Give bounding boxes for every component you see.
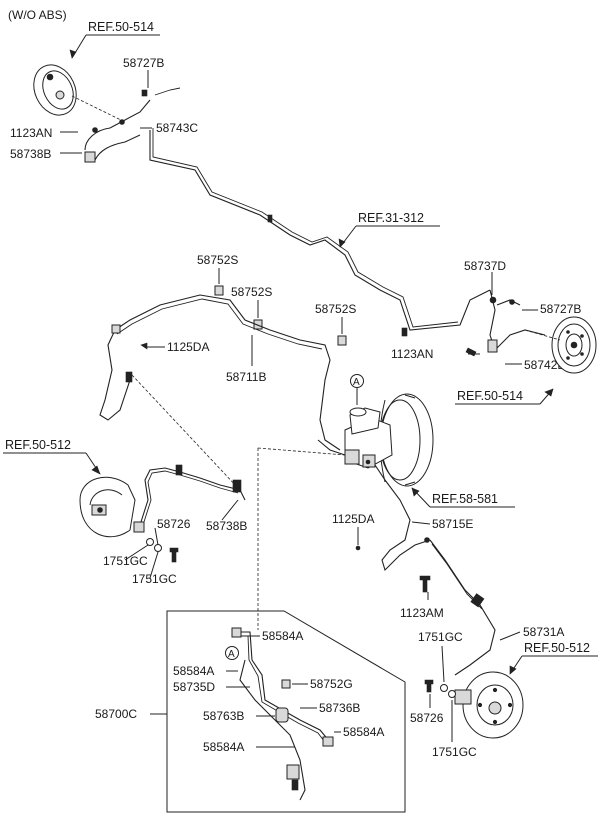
part-58727b-right[interactable]: 58727B xyxy=(540,302,581,316)
part-58715e[interactable]: 58715E xyxy=(432,517,473,531)
part-58726-left[interactable]: 58726 xyxy=(157,517,191,531)
part-58711b[interactable]: 58711B xyxy=(226,370,266,384)
part-58727b-top[interactable]: 58727B xyxy=(123,56,164,70)
part-58738b-top[interactable]: 58738B xyxy=(10,147,51,161)
leaders-master xyxy=(355,521,431,551)
ref-leaders xyxy=(3,34,598,675)
part-58737d[interactable]: 58737D xyxy=(464,259,506,273)
leaders-right xyxy=(468,272,561,365)
pipe-58735d[interactable] xyxy=(231,627,334,801)
leaders-right-front xyxy=(427,592,521,742)
fitting-58584a-bottom[interactable] xyxy=(286,764,300,791)
hose-58743c[interactable] xyxy=(84,89,151,163)
part-1751gc-right-1[interactable]: 1751GC xyxy=(418,630,463,644)
part-58731a[interactable]: 58731A xyxy=(523,625,564,639)
ref-50-514-right[interactable]: REF.50-514 xyxy=(457,389,523,403)
leaders-front xyxy=(140,335,253,366)
part-58752s-1[interactable]: 58752S xyxy=(197,253,238,267)
part-1751gc-left-1[interactable]: 1751GC xyxy=(103,554,148,568)
clip-58752g[interactable] xyxy=(281,679,291,689)
inset-58700c[interactable] xyxy=(150,610,406,813)
ref-31-312[interactable]: REF.31-312 xyxy=(358,211,424,225)
front-brake-pipe-58711b[interactable] xyxy=(99,294,341,451)
ref-50-514-top[interactable]: REF.50-514 xyxy=(88,20,154,34)
drum-brake-right[interactable] xyxy=(551,316,597,374)
grommet-58763b[interactable] xyxy=(275,707,289,723)
part-58584a-3[interactable]: 58584A xyxy=(203,740,244,754)
part-1751gc-left-2[interactable]: 1751GC xyxy=(132,572,177,586)
ref-58-581[interactable]: REF.58-581 xyxy=(432,492,498,506)
ref-50-512-right[interactable]: REF.50-512 xyxy=(524,641,590,655)
part-58584a-4[interactable]: 58584A xyxy=(343,725,384,739)
part-58726-right[interactable]: 58726 xyxy=(410,711,444,725)
part-1751gc-right-2[interactable]: 1751GC xyxy=(432,745,477,759)
part-1123am[interactable]: 1123AM xyxy=(400,606,444,620)
ref-50-512-left[interactable]: REF.50-512 xyxy=(5,438,71,452)
part-58584a-2[interactable]: 58584A xyxy=(173,664,214,678)
bolts-right[interactable] xyxy=(419,575,456,698)
part-58735d[interactable]: 58735D xyxy=(173,680,215,694)
part-1125da-mid[interactable]: 1125DA xyxy=(332,512,374,526)
clip-58752s-2[interactable] xyxy=(253,300,263,330)
part-58743c[interactable]: 58743C xyxy=(156,121,198,135)
part-58752g[interactable]: 58752G xyxy=(310,677,353,691)
hose-58737d[interactable] xyxy=(465,289,546,357)
master-cylinder[interactable] xyxy=(344,407,393,469)
part-58584a-1[interactable]: 58584A xyxy=(262,629,303,643)
disc-brake-right[interactable] xyxy=(454,671,524,739)
part-58752s-3[interactable]: 58752S xyxy=(315,302,356,316)
rear-brake-pipe[interactable] xyxy=(149,87,491,337)
part-58736b[interactable]: 58736B xyxy=(319,701,360,715)
part-58752s-2[interactable]: 58752S xyxy=(231,285,272,299)
marker-a-top-label: A xyxy=(353,377,360,388)
part-58700c[interactable]: 58700C xyxy=(95,707,137,721)
part-1123an-right[interactable]: 1123AN xyxy=(391,347,433,361)
link-to-inset xyxy=(257,447,346,630)
part-58738b-mid[interactable]: 58738B xyxy=(206,519,247,533)
marker-a-inset-label: A xyxy=(228,649,235,660)
part-58763b[interactable]: 58763B xyxy=(203,709,244,723)
part-1125da-top[interactable]: 1125DA xyxy=(167,340,209,354)
variant-label: (W/O ABS) xyxy=(8,8,67,22)
part-58742b[interactable]: 58742B xyxy=(524,358,565,372)
clip-58752s-1[interactable] xyxy=(214,268,224,296)
clip-58752s-3[interactable] xyxy=(337,317,347,346)
part-1123an-top[interactable]: 1123AN xyxy=(10,126,52,140)
disc-brake-left[interactable] xyxy=(79,476,136,538)
marker-a-top[interactable]: A xyxy=(350,374,364,406)
hose-58738b-mid[interactable] xyxy=(133,464,246,533)
leaders-top-left xyxy=(60,70,152,154)
leaders-left xyxy=(124,374,239,579)
leaders-inset xyxy=(226,635,341,748)
drum-brake-top-left[interactable] xyxy=(26,58,84,122)
marker-a-inset[interactable]: A xyxy=(225,646,239,661)
bolts-left[interactable] xyxy=(146,538,179,563)
pipe-58715e[interactable] xyxy=(317,439,496,676)
